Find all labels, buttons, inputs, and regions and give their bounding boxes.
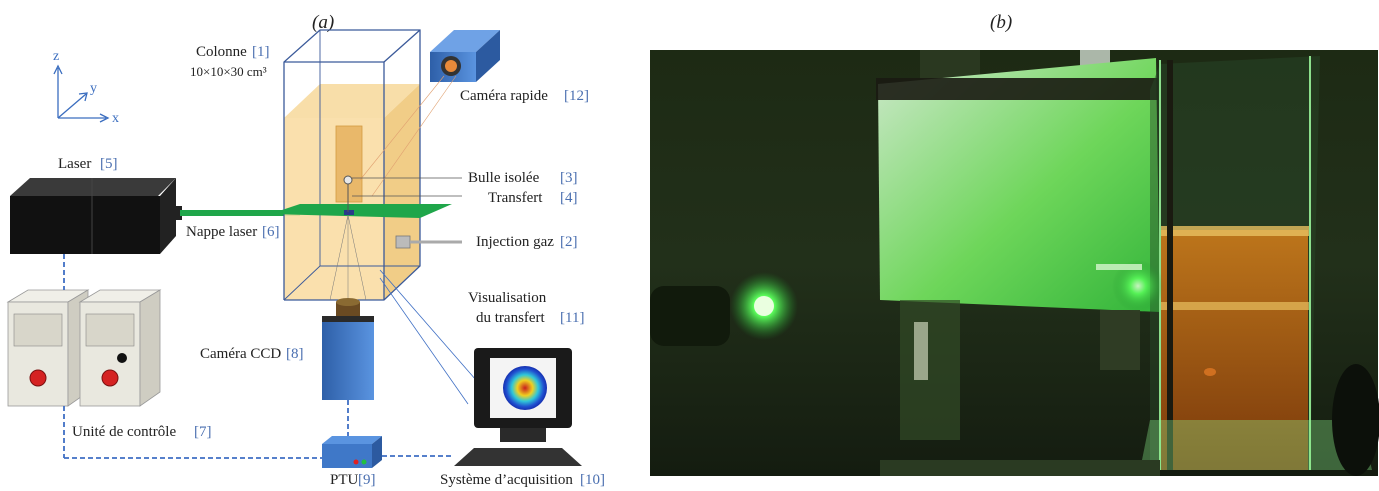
ptu-label: PTU: [330, 472, 359, 488]
colonne-ref: [1]: [252, 44, 270, 60]
acquisition-monitor: [379, 269, 582, 466]
camera-rapide-ref: [12]: [564, 88, 589, 104]
camera-ccd-label: Caméra CCD: [200, 346, 281, 362]
unite-label: Unité de contrôle: [72, 424, 176, 440]
visualisation-line2: du transfert: [476, 310, 546, 326]
axis-x-label: x: [112, 111, 119, 126]
connection-lines: [63, 254, 454, 459]
transfert-ref: [4]: [560, 190, 578, 206]
systeme-ref: [10]: [580, 472, 605, 488]
colonne-dims: 10×10×30 cm³: [190, 64, 267, 79]
systeme-label: Système d’acquisition: [440, 472, 573, 488]
axes-triad: [53, 64, 110, 123]
panel-b-label: (b): [990, 12, 1012, 33]
laser-beam: [180, 210, 300, 216]
colonne-label: Colonne: [196, 44, 247, 60]
visualisation-line1: Visualisation: [468, 290, 547, 306]
visualisation-ref: [11]: [560, 310, 584, 326]
bulle-label: Bulle isolée: [468, 170, 540, 186]
laser-label: Laser: [58, 156, 91, 172]
ccd-camera: [322, 298, 374, 436]
unite-ref: [7]: [194, 424, 212, 440]
axis-z-label: z: [53, 49, 59, 64]
ptu-box: [322, 436, 382, 468]
leader-lines: [352, 177, 462, 197]
injection-label: Injection gaz: [476, 234, 554, 250]
bulle-ref: [3]: [560, 170, 578, 186]
panel-a-label: (a): [312, 12, 334, 33]
nappe-label: Nappe laser: [186, 224, 257, 240]
ptu-ref: [9]: [358, 472, 376, 488]
axis-y-label: y: [90, 81, 97, 96]
laser-device: [10, 178, 182, 254]
laser-ref: [5]: [100, 156, 118, 172]
control-unit-right: [78, 289, 162, 407]
camera-rapide-label: Caméra rapide: [460, 88, 548, 104]
control-unit-left: [6, 289, 90, 407]
transfert-label: Transfert: [488, 190, 543, 206]
injection-ref: [2]: [560, 234, 578, 250]
fast-camera: [359, 30, 500, 197]
column: [270, 29, 462, 301]
camera-ccd-ref: [8]: [286, 346, 304, 362]
panel-a-diagram: (a) z y x Laser [5]: [6, 12, 605, 488]
panel-b-photo: (b): [650, 12, 1379, 476]
nappe-ref: [6]: [262, 224, 280, 240]
